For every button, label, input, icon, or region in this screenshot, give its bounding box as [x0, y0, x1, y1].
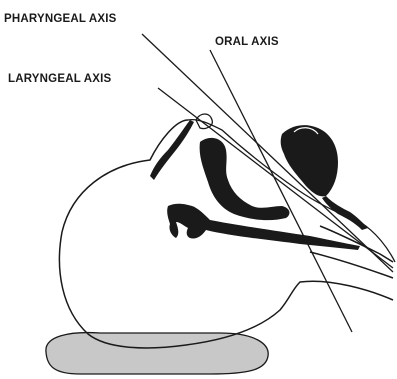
laryngeal-axis-label: LARYNGEAL AXIS — [8, 73, 111, 85]
oral-cavity-shape — [281, 125, 338, 196]
laryngeal-axis-line — [158, 88, 393, 268]
oral-axis-label: ORAL AXIS — [215, 36, 279, 48]
jaw-shape — [322, 196, 368, 230]
pillow-shape — [46, 333, 268, 374]
pharyngeal-axis-label: PHARYNGEAL AXIS — [4, 13, 117, 25]
nose-tip — [196, 114, 212, 129]
